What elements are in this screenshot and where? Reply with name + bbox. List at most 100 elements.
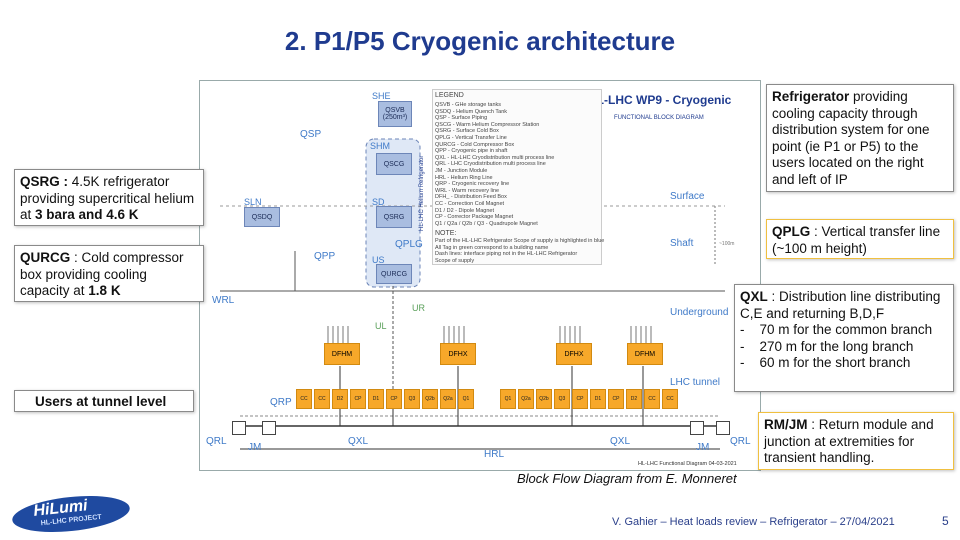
users-callout: Users at tunnel level (14, 390, 194, 412)
legend-line: QSVB - GHe storage tanks (435, 102, 502, 108)
label-qrp: QRP (270, 397, 292, 408)
magnet: Q1 (458, 389, 474, 409)
label-qxl-left: QXL (348, 436, 369, 447)
qurcg-bold: 1.8 K (88, 283, 121, 298)
label-qsp: QSP (300, 129, 322, 140)
label-sd: SD (372, 197, 385, 207)
label-distance: ~100m (719, 241, 735, 247)
note-lines: Part of the HL-LHC Refrigerator Scope of… (435, 238, 604, 264)
label-qxl-right: QXL (610, 436, 631, 447)
qsrg-term: QSRG : (20, 174, 69, 189)
magnet: CP (386, 389, 402, 409)
label-shm: SHM (370, 141, 390, 151)
link-left-1 (327, 326, 349, 344)
qxl-item: - 270 m for the long branch (740, 338, 914, 354)
diagram-footnote: HL-LHC Functional Diagram 04-03-2021 (638, 461, 737, 467)
label-us: US (372, 255, 385, 265)
magnet: CC (314, 389, 330, 409)
link-right-2 (630, 326, 652, 344)
legend-line: WRL - Warm recovery line (435, 187, 500, 194)
jm-left-box (262, 421, 276, 435)
magnet: CP (572, 389, 588, 409)
hilumi-logo: HiLumi HL-LHC PROJECT (10, 490, 132, 538)
label-ur: UR (412, 303, 425, 313)
dfhx-left-box: DFHX (440, 343, 476, 365)
legend-line: CC - Correction Coil Magnet (435, 200, 505, 207)
legend-line: QPLG - Vertical Transfer Line (435, 134, 507, 141)
legend-line: QPP - Cryogenic pipe in shaft (435, 148, 508, 155)
page-number: 5 (942, 514, 949, 528)
label-qrl-right: QRL (730, 436, 751, 447)
magnet: Q2b (536, 389, 552, 409)
note-title: NOTE: (435, 230, 457, 237)
label-wrl: WRL (212, 295, 235, 306)
legend-line: QSDQ - Helium Quench Tank (435, 108, 508, 115)
magnet: CC (296, 389, 312, 409)
label-she: SHE (372, 91, 391, 101)
magnet: Q2a (518, 389, 534, 409)
magnet: CC (644, 389, 660, 409)
legend-line: QXL - HL-LHC Cryodistribution multi proc… (435, 154, 555, 161)
legend-line: QSP - Surface Piping (435, 115, 488, 122)
link-right-1 (559, 326, 581, 344)
block-flow-diagram: HL-LHC WP9 - Cryogenic FUNCTIONAL BLOCK … (199, 80, 761, 471)
magnet: D2 (332, 389, 348, 409)
jm-right-box (690, 421, 704, 435)
qxl-item: - 60 m for the short branch (740, 355, 911, 370)
magnet: CP (350, 389, 366, 409)
slide-footer: V. Gahier – Heat loads review – Refriger… (612, 516, 895, 528)
qurcg-callout: QURCG : Cold compressor box providing co… (14, 245, 204, 302)
note-line: Dash lines: interface piping not in the … (435, 251, 578, 258)
magnet: CC (662, 389, 678, 409)
label-jm-right: JM (696, 442, 710, 453)
rm-right-box (716, 421, 730, 435)
qsrg-bold: 3 bara and 4.6 K (35, 207, 139, 222)
refrigerator-term: Refrigerator (772, 89, 850, 104)
qsrg-text: 4.5K refrigerator providing supercritica… (20, 174, 195, 222)
label-jm-left: JM (248, 442, 262, 453)
dfhm-right-box: DFHM (627, 343, 663, 365)
diagram-caption: Block Flow Diagram from E. Monneret (517, 471, 737, 486)
legend-line: DFH_ - Distribution Feed Box (435, 194, 507, 201)
magnet: Q2a (440, 389, 456, 409)
qxl-text: : Distribution line distributing C,E and… (740, 289, 941, 321)
legend-line: JM - Junction Module (435, 167, 488, 174)
label-qpp: QPP (314, 251, 336, 262)
legend-line: HRL - Helium Ring Line (435, 174, 493, 181)
vertical-label: HL-LHC Helium Refrigerator (419, 155, 425, 231)
users-text: Users at tunnel level (35, 394, 167, 409)
label-ul: UL (375, 321, 387, 331)
legend-line: QURCG - Cold Compressor Box (435, 141, 515, 148)
qxl-callout: QXL : Distribution line distributing C,E… (734, 284, 954, 392)
qxl-term: QXL (740, 289, 768, 304)
label-shaft: Shaft (670, 238, 694, 249)
magnet: D1 (368, 389, 384, 409)
legend-line: QSRG - Surface Cold Box (435, 128, 499, 135)
magnet: Q3 (554, 389, 570, 409)
legend-line: CP - Corrector Package Magnet (435, 214, 514, 221)
label-qplg: QPLG (395, 239, 423, 250)
legend-line: Q1 / Q2a / Q2b / Q3 - Quadrupole Magnet (435, 220, 538, 227)
note-line: Scope of supply (435, 257, 475, 264)
rmjm-term: RM/JM (764, 417, 808, 432)
diagram-subheader: FUNCTIONAL BLOCK DIAGRAM (614, 115, 704, 121)
label-lhc-tunnel: LHC tunnel (670, 377, 721, 388)
rmjm-text: : Return module and junction at extremit… (764, 417, 934, 465)
qsvb-box: QSVB (250m³) (378, 101, 412, 127)
qxl-item: - 70 m for the common branch (740, 322, 933, 337)
qplg-text: : Vertical transfer line (~100 m height) (772, 224, 941, 256)
rmjm-callout: RM/JM : Return module and junction at ex… (758, 412, 954, 470)
label-hrl: HRL (484, 449, 505, 460)
qplg-callout: QPLG : Vertical transfer line (~100 m he… (766, 219, 954, 259)
magnet: Q3 (404, 389, 420, 409)
slide-title: 2. P1/P5 Cryogenic architecture (284, 26, 676, 56)
qurcg-term: QURCG (20, 250, 71, 265)
label-underground: Underground (670, 307, 729, 318)
qscg-box: QSCG (376, 153, 412, 175)
magnet: Q2b (422, 389, 438, 409)
link-left-2 (443, 326, 465, 344)
qsdq-box: QSDQ (244, 207, 280, 227)
